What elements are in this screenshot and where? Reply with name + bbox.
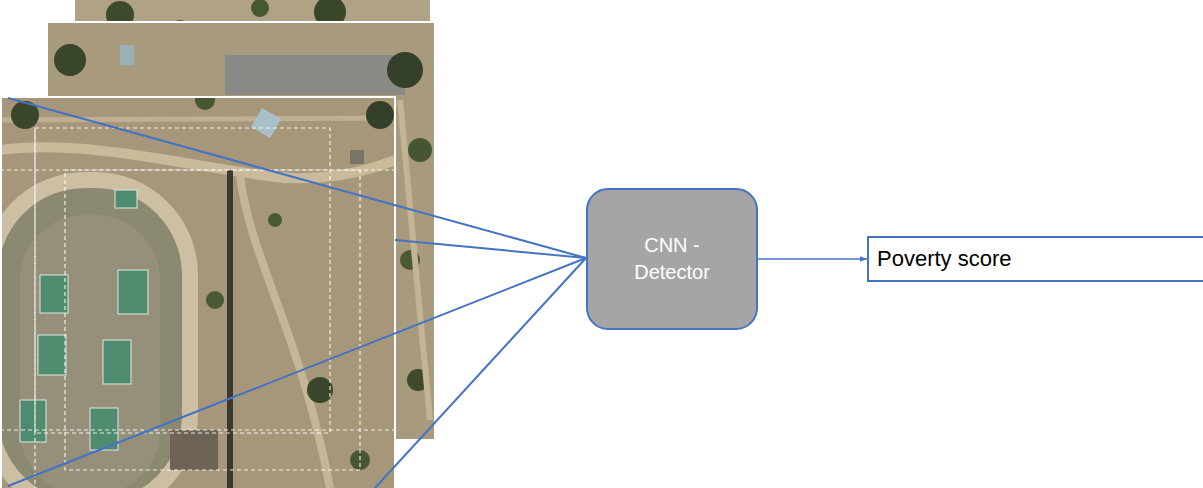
- projection-line: [8, 98, 586, 488]
- node-label: Poverty score: [869, 246, 1012, 272]
- satellite-tile: [0, 97, 395, 488]
- process-box: CNN - Detector: [586, 188, 758, 330]
- flow-arrow: [758, 258, 867, 260]
- output-box: Poverty score: [867, 236, 1203, 282]
- node-label: CNN - Detector: [626, 232, 718, 286]
